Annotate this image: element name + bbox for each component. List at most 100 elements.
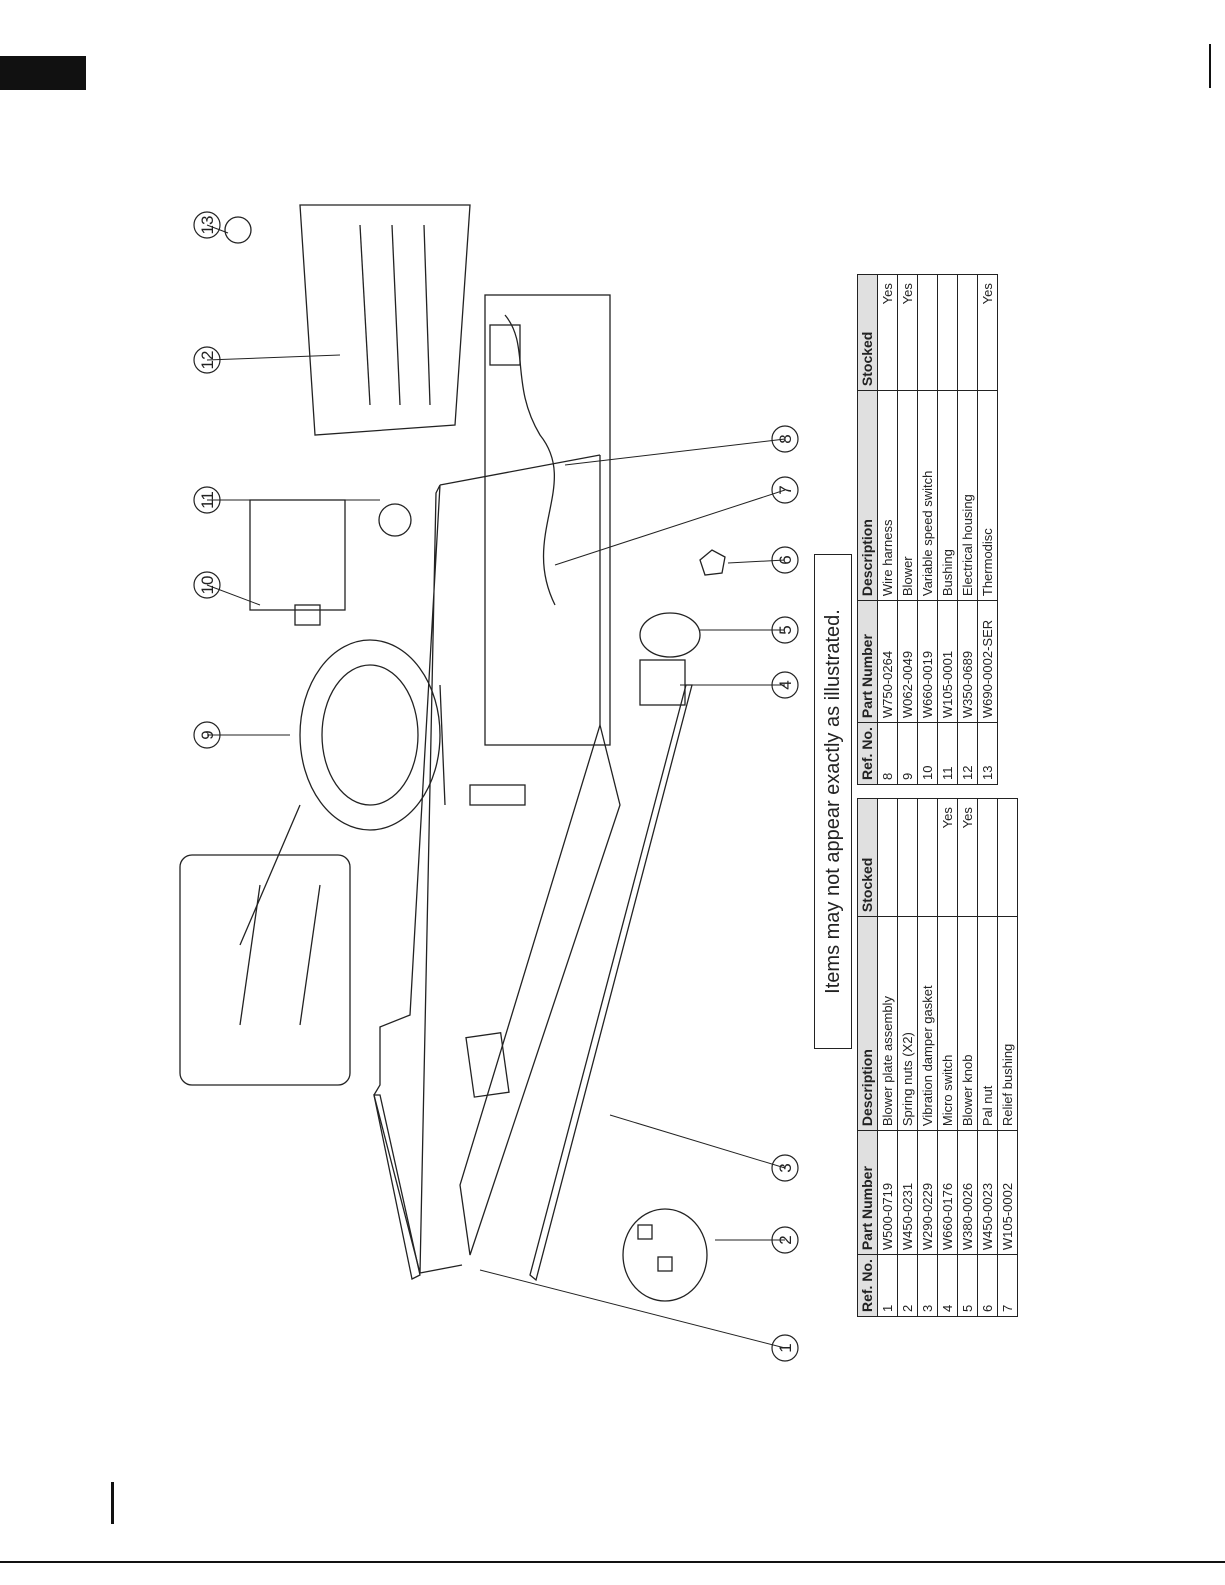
cell-ref: 6 [977, 1254, 998, 1317]
callout-4: 4 [776, 680, 795, 689]
blower-drawing [179, 639, 446, 1086]
cell-part: W660-0019 [917, 600, 938, 723]
cell-desc: Blower plate assembly [877, 916, 898, 1131]
cell-desc: Wire harness [877, 390, 898, 601]
header-part-number: Part Number [857, 1130, 878, 1255]
spring-nuts-drawing [622, 1208, 708, 1302]
callout-2: 2 [776, 1235, 795, 1244]
pal-nut-drawing [699, 549, 726, 576]
cell-part: W062-0049 [897, 600, 918, 723]
cell-ref: 8 [877, 722, 898, 785]
speed-switch-drawing [249, 499, 346, 626]
electrical-housing-drawing [299, 204, 471, 436]
cell-ref: 11 [937, 722, 958, 785]
cell-ref: 4 [937, 1254, 958, 1317]
callout-5: 5 [776, 625, 795, 634]
cell-stocked: Yes [977, 274, 998, 391]
header-part-number: Part Number [857, 600, 878, 723]
cell-ref: 5 [957, 1254, 978, 1317]
cell-desc: Blower [897, 390, 918, 601]
cell-part: W290-0229 [917, 1130, 938, 1255]
cell-part: W450-0231 [897, 1130, 918, 1255]
edge-mark [1209, 44, 1211, 88]
cell-stocked: Yes [937, 798, 958, 917]
cell-stocked [997, 798, 1018, 917]
table-header-row: Ref. No. Part Number Description Stocked [857, 274, 878, 785]
cell-ref: 10 [917, 722, 938, 785]
cell-stocked [937, 274, 958, 391]
blower-knob-drawing [639, 612, 701, 658]
cell-stocked [877, 798, 898, 917]
cell-ref: 12 [957, 722, 978, 785]
cell-stocked [917, 274, 938, 391]
cell-part: W105-0002 [997, 1130, 1018, 1255]
callout-11: 11 [198, 491, 217, 509]
micro-switch-drawing [639, 659, 686, 706]
cell-stocked [917, 798, 938, 917]
parts-table-left: Ref. No. Part Number Description Stocked… [857, 798, 1018, 1317]
footer-bar [111, 1482, 114, 1524]
cell-part: W660-0176 [937, 1130, 958, 1255]
header-stocked: Stocked [857, 274, 878, 391]
blower-plate-assembly-drawing [373, 454, 621, 1280]
bushing-drawing [378, 503, 412, 537]
cell-ref: 13 [977, 722, 998, 785]
callout-10: 10 [198, 576, 217, 595]
thermodisc-drawing [224, 216, 252, 244]
cell-part: W690-0002-SER [977, 600, 998, 723]
cell-part: W105-0001 [937, 600, 958, 723]
cell-ref: 2 [897, 1254, 918, 1317]
callout-9: 9 [198, 730, 217, 739]
callout-markers [193, 211, 799, 1362]
cell-desc: Electrical housing [957, 390, 978, 601]
illustration-caption: Items may not appear exactly as illustra… [814, 554, 852, 1049]
cell-desc: Variable speed switch [917, 390, 938, 601]
gasket-drawing [529, 684, 693, 1282]
cell-desc: Pal nut [977, 916, 998, 1131]
cell-stocked: Yes [957, 798, 978, 917]
callout-3: 3 [776, 1163, 795, 1172]
cell-part: W380-0026 [957, 1130, 978, 1255]
cell-ref: 7 [997, 1254, 1018, 1317]
callout-12: 12 [198, 351, 217, 370]
callout-7: 7 [776, 485, 795, 494]
cell-part: W500-0719 [877, 1130, 898, 1255]
cell-stocked: Yes [877, 274, 898, 391]
wire-harness-drawing [484, 294, 611, 746]
cell-stocked [977, 798, 998, 917]
header-description: Description [857, 390, 878, 601]
header-ref-no: Ref. No. [857, 1254, 878, 1317]
page-tab-marker [0, 56, 86, 90]
cell-desc: Vibration damper gasket [917, 916, 938, 1131]
cell-desc: Thermodisc [977, 390, 998, 601]
footer-rule [0, 1561, 1225, 1563]
cell-stocked: Yes [897, 274, 918, 391]
cell-stocked [897, 798, 918, 917]
cell-desc: Bushing [937, 390, 958, 601]
callout-13: 13 [198, 216, 217, 235]
cell-desc: Micro switch [937, 916, 958, 1131]
cell-part: W450-0023 [977, 1130, 998, 1255]
cell-ref: 3 [917, 1254, 938, 1317]
cell-desc: Blower knob [957, 916, 978, 1131]
header-ref-no: Ref. No. [857, 722, 878, 785]
cell-desc: Relief bushing [997, 916, 1018, 1131]
table-header-row: Ref. No. Part Number Description Stocked [857, 798, 878, 1317]
cell-part: W350-0689 [957, 600, 978, 723]
cell-stocked [957, 274, 978, 391]
callout-6: 6 [776, 555, 795, 564]
